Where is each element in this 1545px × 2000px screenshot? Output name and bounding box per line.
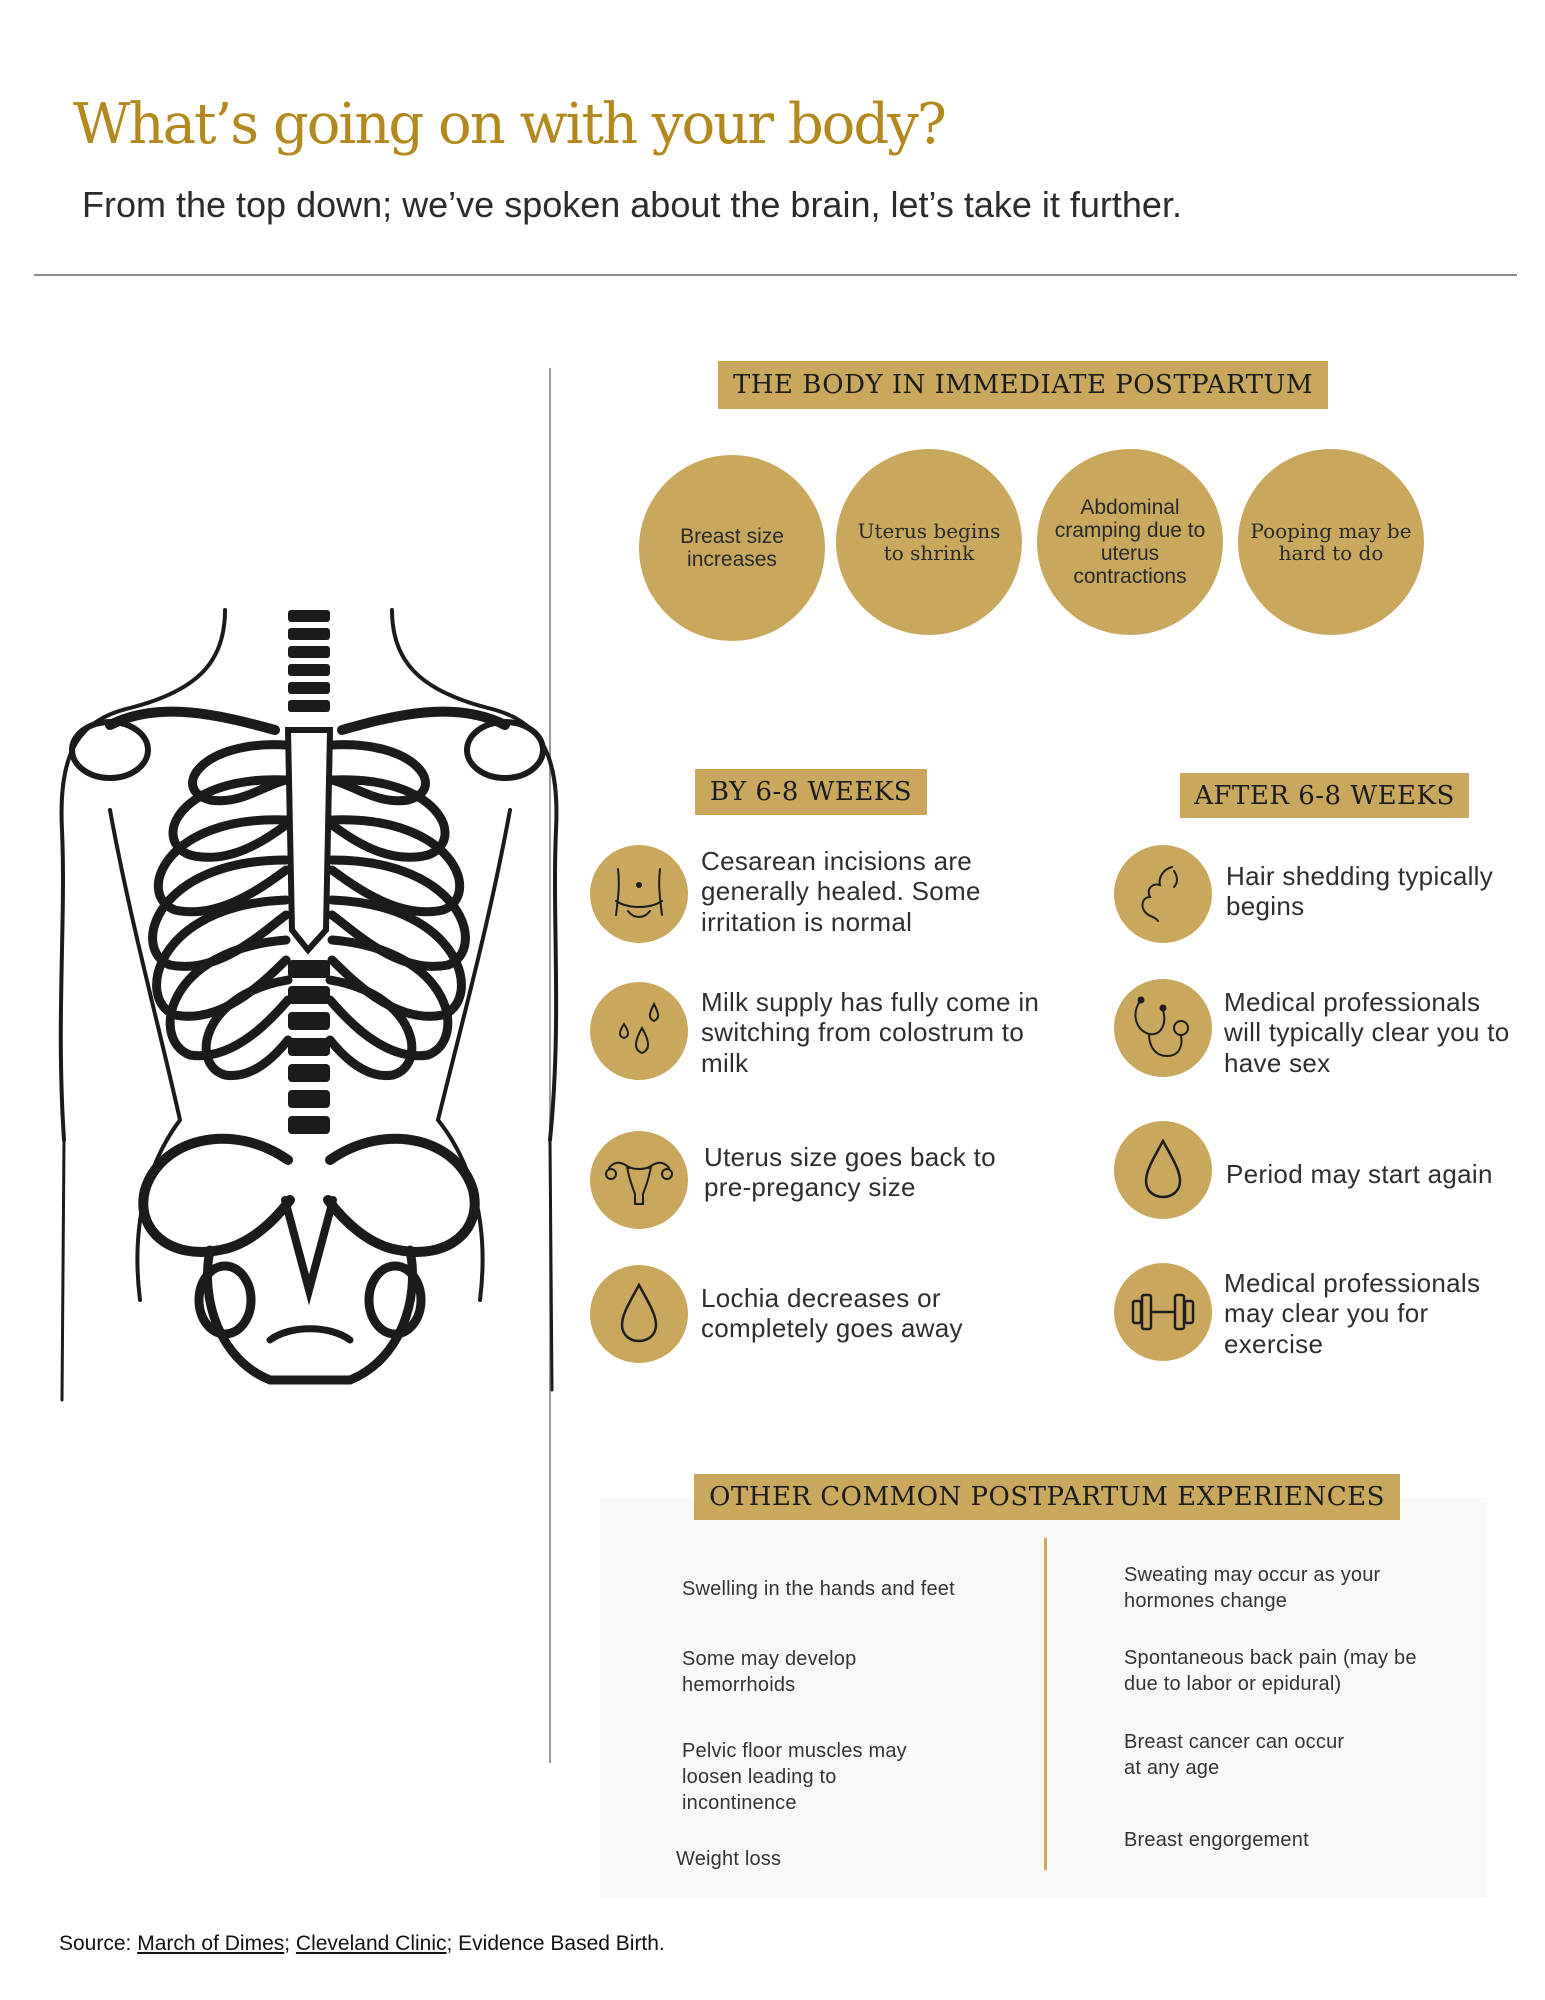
other-experiences-divider — [1044, 1538, 1047, 1870]
experience-item: Breast engorgement — [1124, 1829, 1309, 1851]
drops-icon — [590, 982, 688, 1080]
source-link-cleveland-clinic[interactable]: Cleveland Clinic — [295, 1932, 447, 1955]
other-experiences-heading: OTHER COMMON POSTPARTUM EXPERIENCES — [694, 1474, 1400, 1520]
experience-item: Sweating may occur as your hormones chan… — [1124, 1564, 1381, 1612]
dumbbell-icon — [1114, 1263, 1212, 1361]
uterus-icon — [590, 1131, 688, 1229]
experience-item: Weight loss — [676, 1848, 782, 1870]
source-separator: ; — [284, 1932, 296, 1955]
experience-item: Swelling in the hands and feet — [682, 1578, 955, 1600]
drop-icon — [590, 1265, 688, 1363]
immediate-postpartum-heading: THE BODY IN IMMEDIATE POSTPARTUM — [718, 361, 1328, 409]
source-suffix: ; Evidence Based Birth. — [446, 1932, 665, 1955]
bubble-abdominal-cramping: Abdominal cramping due to uterus contrac… — [1037, 449, 1223, 635]
after-item-text: Medical professionals may clear you for … — [1224, 1268, 1481, 1359]
hair-icon — [1114, 845, 1212, 943]
drop-icon — [1114, 1121, 1212, 1219]
after-item-text: Hair shedding typically begins — [1226, 861, 1494, 922]
stethoscope-icon — [1114, 979, 1212, 1077]
after-6-8-weeks-heading: AFTER 6-8 WEEKS — [1180, 773, 1469, 818]
bubble-uterus-shrink: Uterus begins to shrink — [836, 449, 1022, 635]
after-item-text: Medical professionals will typically cle… — [1224, 987, 1510, 1078]
weeks-item-text: Lochia decreases or completely goes away — [701, 1283, 963, 1344]
other-experiences-panel — [600, 1498, 1487, 1898]
header-divider — [34, 274, 1517, 276]
page-title: What’s going on with your body? — [73, 92, 947, 157]
experience-item: Pelvic floor muscles may loosen leading … — [682, 1740, 907, 1814]
page-subtitle: From the top down; we’ve spoken about th… — [82, 184, 1182, 225]
source-prefix: Source: — [59, 1932, 138, 1955]
weeks-item-text: Uterus size goes back to pre-pregancy si… — [704, 1142, 996, 1203]
bubble-pooping: Pooping may be hard to do — [1238, 449, 1424, 635]
experience-item: Some may develop hemorrhoids — [682, 1648, 857, 1696]
vertical-divider — [549, 368, 551, 1763]
source-line: Source: March of Dimes; Cleveland Clinic… — [59, 1932, 665, 1956]
source-link-march-of-dimes[interactable]: March of Dimes — [137, 1932, 285, 1955]
bubble-breast-size: Breast size increases — [639, 455, 825, 641]
experience-item: Breast cancer can occur at any age — [1124, 1731, 1345, 1779]
skeleton-torso-icon — [58, 608, 559, 1402]
experience-item: Spontaneous back pain (may be due to lab… — [1124, 1647, 1417, 1695]
by-6-8-weeks-heading: BY 6-8 WEEKS — [695, 769, 927, 815]
weeks-item-text: Cesarean incisions are generally healed.… — [701, 846, 981, 937]
weeks-item-text: Milk supply has fully come in switching … — [701, 987, 1040, 1078]
abdomen-icon — [590, 845, 688, 943]
after-item-text: Period may start again — [1226, 1159, 1493, 1189]
